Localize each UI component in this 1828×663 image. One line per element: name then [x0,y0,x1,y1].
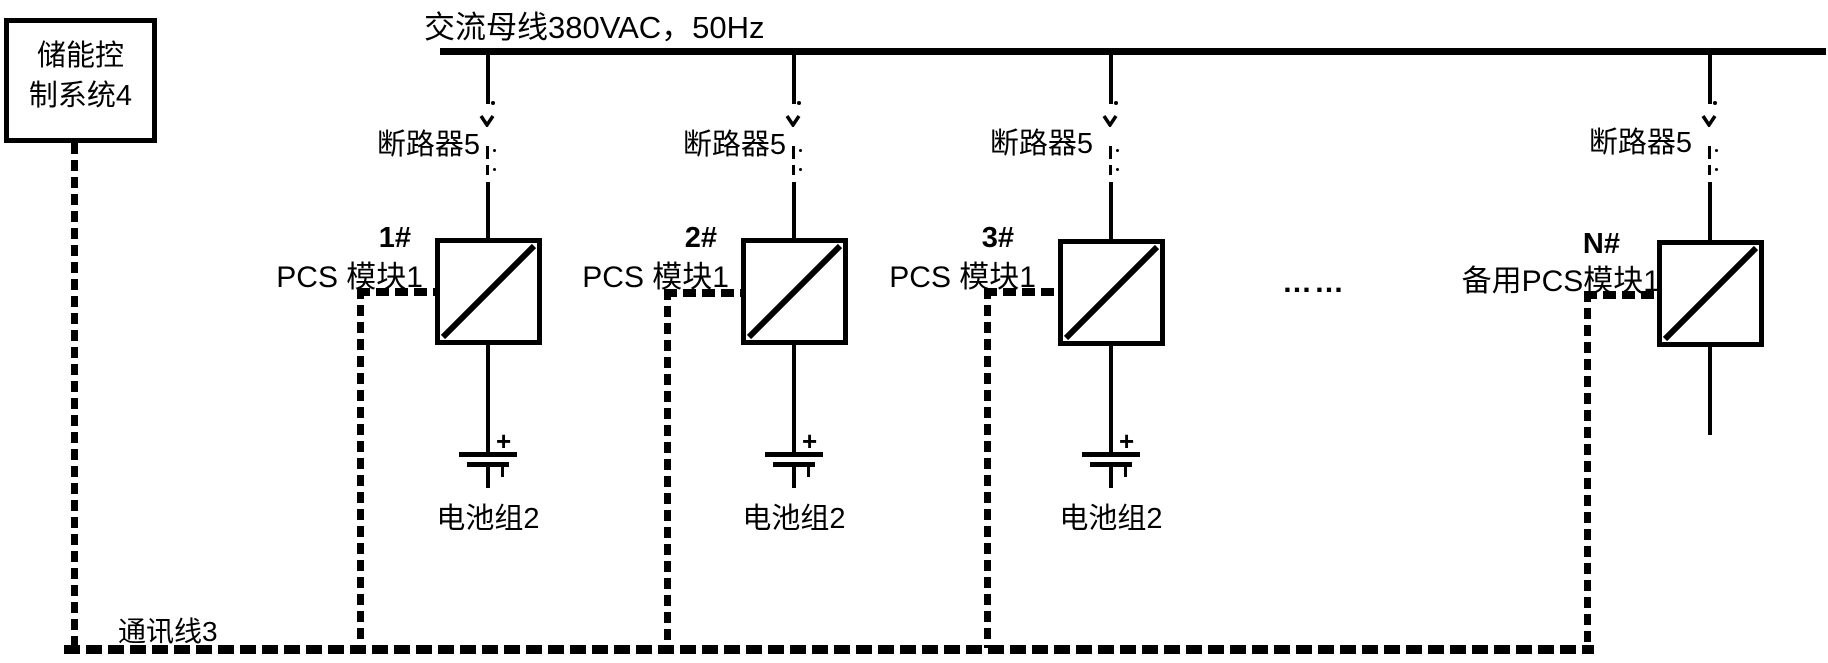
module2-battery-stub [792,467,796,488]
module1-battery-minus-tick [501,463,504,477]
module2-battery-label: 电池组2 [742,503,846,535]
moduleN-comm-wire-vertical [1584,291,1591,648]
module1-pcs-box [435,238,542,345]
module2-name-label: PCS 模块1 [582,261,729,294]
module3-number-label: 3# [981,222,1014,254]
module1-battery-plus-label: + [496,426,512,456]
breaker1-label: 断路器5 [376,129,480,161]
module2-battery-plate-long [765,452,823,457]
moduleN-dc-wire [1708,347,1712,435]
ellipsis-label: …… [1282,266,1346,299]
module1-battery-plate-long [459,452,517,457]
module3-battery-label: 电池组2 [1059,503,1163,535]
breakerN-gap-dash2 [1708,165,1711,175]
control-comm-wire-vertical [71,143,78,648]
breaker1-contact-dot [491,101,495,105]
breaker2-contact-dot [797,101,801,105]
module3-battery-plate-long [1082,452,1140,457]
breaker2-wire-bottom [792,182,796,238]
ac-bus-label: 交流母线380VAC，50Hz [424,10,765,45]
breaker3-gap-dash1 [1109,146,1112,159]
module1-battery-stub [486,467,490,488]
breaker2-gap-dot1 [799,149,802,152]
breakerN-gap-dot1 [1715,149,1718,152]
breaker1-wire-top [486,55,490,104]
module3-pcs-diagonal [1063,244,1160,341]
module3-comm-stub [984,288,1058,296]
breakerN-label: 断路器5 [1588,127,1692,159]
breaker2-icon [785,115,801,127]
breaker3-icon [1102,115,1118,127]
breaker3-gap-dash2 [1109,165,1112,175]
module2-pcs-diagonal [746,243,843,340]
control-system-label-line2: 制系统4 [28,80,133,112]
breakerN-wire-top [1708,55,1712,104]
breaker1-gap-dot2 [493,168,496,171]
module2-comm-stub [664,289,741,297]
module2-battery-minus-tick [807,463,810,477]
breaker3-contact-dot [1114,101,1118,105]
breaker2-wire-top [792,55,796,104]
module1-pcs-diagonal [440,243,537,340]
moduleN-comm-stub [1584,291,1657,299]
module3-dc-wire [1109,346,1113,452]
control-system-box: 储能控 制系统4 [4,18,157,143]
module2-battery-plus-label: + [802,426,818,456]
breakerN-wire-bottom [1708,182,1712,240]
module1-comm-stub [357,288,435,296]
breakerN-gap-dash1 [1708,146,1711,159]
ac-bus-line [440,48,1826,55]
module3-comm-wire-vertical [984,288,991,648]
breaker3-label: 断路器5 [989,128,1093,160]
breakerN-contact-dot [1713,101,1717,105]
breaker1-gap-dash2 [486,165,489,175]
breaker2-gap-dot2 [799,168,802,171]
module1-comm-wire-vertical [357,288,364,648]
module1-battery-plate-short [467,462,509,467]
module3-pcs-box [1058,239,1165,346]
module3-battery-minus-tick [1124,463,1127,477]
breaker3-wire-bottom [1109,182,1113,239]
module2-comm-wire-vertical [664,289,671,648]
module3-battery-plus-label: + [1119,426,1135,456]
breaker3-gap-dot1 [1116,149,1119,152]
module2-number-label: 2# [684,222,717,254]
module2-dc-wire [792,345,796,452]
breaker2-gap-dash1 [792,146,795,159]
breaker2-gap-dash2 [792,165,795,175]
module3-battery-plate-short [1090,462,1132,467]
breaker3-wire-top [1109,55,1113,104]
module1-dc-wire [486,345,490,452]
module2-battery-plate-short [773,462,815,467]
control-system-label-line1: 储能控 [36,40,124,72]
breakerN-icon [1701,115,1717,127]
moduleN-pcs-box [1657,240,1764,347]
moduleN-pcs-diagonal [1662,245,1759,342]
module3-battery-stub [1109,467,1113,488]
module1-number-label: 1# [378,222,411,254]
comm-line-label: 通讯线3 [118,616,218,647]
breakerN-gap-dot2 [1715,168,1718,171]
moduleN-number-label: N# [1582,228,1620,260]
breaker1-gap-dot1 [493,149,496,152]
breaker1-wire-bottom [486,182,490,238]
breaker1-icon [479,115,495,127]
comm-line-horizontal [64,645,1594,654]
module1-battery-label: 电池组2 [436,503,540,535]
breaker1-gap-dash1 [486,146,489,159]
breaker3-gap-dot2 [1116,168,1119,171]
breaker2-label: 断路器5 [682,129,786,161]
module2-pcs-box [741,238,848,345]
